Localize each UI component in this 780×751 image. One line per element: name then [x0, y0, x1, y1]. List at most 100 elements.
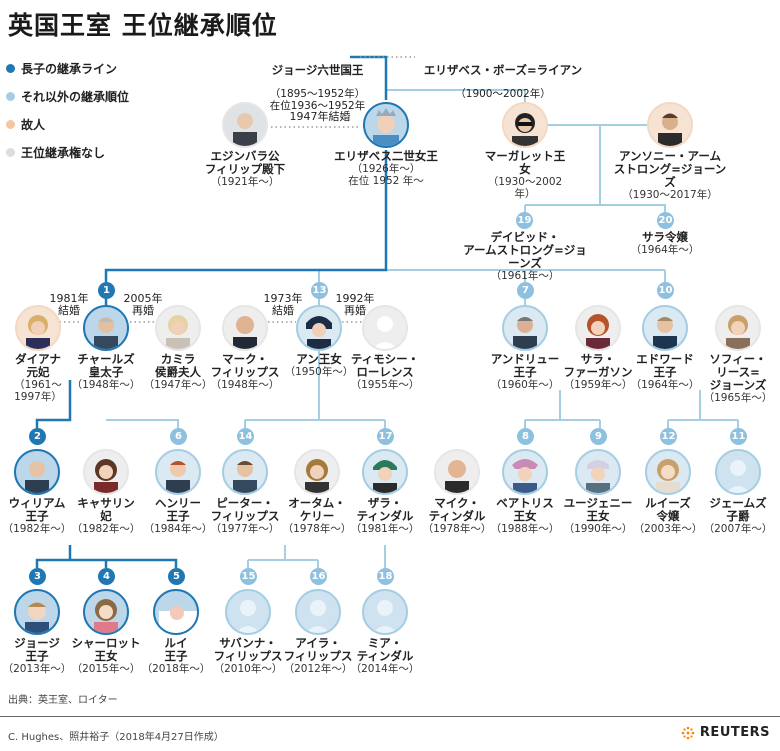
peter-name: ピーター・ フィリップス	[210, 496, 280, 523]
louise-name: ルイーズ 令嬢	[645, 496, 691, 523]
portrait-queen-icon	[373, 108, 399, 146]
person-david: 19 デイビッド・ アームストロング=ジョーンズ （1961年〜）	[460, 212, 590, 282]
mike-years: （1978年〜）	[422, 523, 492, 535]
portrait-edward-icon	[653, 317, 677, 349]
beatrice-years: （1988年〜）	[490, 523, 560, 535]
rank-badge-isla: 16	[310, 568, 327, 585]
silhouette-icon	[373, 600, 397, 633]
legend-no-succession: 王位継承権なし	[6, 144, 105, 161]
portrait-beatrice	[502, 449, 548, 495]
line-charles-to-william	[35, 380, 72, 428]
note-1947-marriage: 1947年結婚	[289, 110, 351, 123]
charles-years: （1948年〜）	[71, 379, 141, 391]
elizabeth-bl-years: （1900〜2002年）	[455, 88, 551, 100]
person-mike: マイク・ ティンダル （1978年〜）	[412, 449, 502, 535]
rank-badge-william: 2	[29, 428, 46, 445]
note-2005-marriage: 2005年 再婚	[123, 292, 163, 317]
portrait-catherine-icon	[94, 459, 118, 493]
zara-years: （1981年〜）	[350, 523, 420, 535]
charlotte-name: シャーロット 王女	[71, 636, 141, 663]
sarah-chatto-years: （1964年〜）	[630, 244, 700, 256]
person-james: 11 ジェームズ 子爵 （2007年〜）	[693, 428, 780, 535]
rank-badge-savannah: 15	[240, 568, 257, 585]
george6-name: ジョージ六世国王	[271, 63, 364, 77]
charlotte-years: （2015年〜）	[71, 663, 141, 675]
savannah-years: （2010年〜）	[213, 663, 283, 675]
portrait-camilla-icon	[166, 315, 190, 349]
portrait-william-icon	[25, 461, 49, 493]
george-name: ジョージ 王子	[14, 636, 60, 663]
portrait-sophie	[715, 305, 761, 351]
person-anne: 13 アン王女 （1950年〜）	[274, 282, 364, 378]
portrait-charles-icon	[94, 317, 118, 349]
person-beatrice: 8 ベアトリス 王女 （1988年〜）	[480, 428, 570, 535]
eugenie-years: （1990年〜）	[563, 523, 633, 535]
person-andrew: 7 アンドリュー 王子 （1960年〜）	[480, 282, 570, 391]
legend-label: 長子の継承ライン	[21, 62, 118, 76]
george-years: （2013年〜）	[2, 663, 72, 675]
portrait-charlotte-icon	[94, 599, 118, 633]
margaret-years: （1930〜2002年）	[487, 176, 563, 200]
mia-name: ミア・ ティンダル	[356, 636, 414, 663]
line-queen-to-charles	[104, 150, 388, 282]
beatrice-name: ベアトリス 王女	[496, 496, 554, 523]
anne-name: アン王女	[296, 352, 342, 366]
person-william: 2 ウィリアム 王子 （1982年〜）	[0, 428, 82, 535]
elizabeth-bowes-lyon-label: エリザベス・ボーズ=ライアン （1900〜2002年）	[418, 52, 588, 112]
sarah-ferguson-years: （1959年〜）	[563, 379, 633, 391]
line-william-children	[35, 545, 178, 568]
louise-years: （2003年〜）	[633, 523, 703, 535]
portrait-louis-icon	[159, 606, 197, 633]
person-zara: 17 ザラ・ ティンダル （1981年〜）	[340, 428, 430, 535]
silhouette-icon	[373, 316, 397, 349]
portrait-harry	[155, 449, 201, 495]
james-name: ジェームズ 子爵	[709, 496, 767, 523]
queen-name: エリザベス二世女王	[334, 149, 438, 163]
george6-label: ジョージ六世国王 （1895〜1952年） 在位1936〜1952年	[250, 52, 385, 124]
person-autumn: オータム・ ケリー （1978年〜）	[272, 449, 362, 535]
legend-label: それ以外の継承順位	[21, 90, 130, 104]
queen-years: （1926年〜） 在位 1952 年〜	[348, 163, 424, 187]
sophie-years: （1965年〜）	[703, 392, 773, 404]
line-george6-to-margaret	[386, 89, 526, 105]
portrait-louise-icon	[656, 459, 680, 493]
person-harry: 6 ヘンリー 王子 （1984年〜）	[133, 428, 223, 535]
isla-name: アイラ・ フィリップス	[283, 636, 353, 663]
footer-divider	[0, 716, 780, 717]
page-title: 英国王室 王位継承順位	[8, 11, 278, 40]
rank-badge-charlotte: 4	[98, 568, 115, 585]
legend-label: 故人	[21, 118, 46, 132]
portrait-george	[14, 589, 60, 635]
portrait-sarah-ferguson	[575, 305, 621, 351]
portrait-diana	[15, 305, 61, 351]
david-name: デイビッド・ アームストロング=ジョーンズ	[463, 230, 587, 270]
philip-name: エジンバラ公 フィリップ殿下	[204, 149, 286, 176]
line-edward-children	[667, 390, 739, 428]
savannah-name: サバンナ・ フィリップス	[213, 636, 283, 663]
philip-years: （1921年〜）	[210, 176, 280, 188]
line-margaret-children	[524, 125, 666, 212]
legend-other-line: それ以外の継承順位	[6, 88, 129, 105]
portrait-isla	[295, 589, 341, 635]
legend-deceased: 故人	[6, 116, 45, 133]
rank-badge-louis: 5	[168, 568, 185, 585]
rank-badge-peter: 14	[237, 428, 254, 445]
portrait-charles	[83, 305, 129, 351]
line-peter-children	[247, 545, 319, 568]
person-camilla: カミラ 侯爵夫人 （1947年〜）	[133, 305, 223, 391]
diana-name: ダイアナ 元妃	[15, 352, 61, 379]
note-1992-marriage: 1992年 再婚	[335, 292, 375, 317]
portrait-timothy	[362, 305, 408, 351]
silhouette-icon	[306, 600, 330, 633]
mark-years: （1948年〜）	[210, 379, 280, 391]
legend-label: 王位継承権なし	[21, 146, 106, 160]
silhouette-icon	[236, 600, 260, 633]
person-louis: 5 ルイ 王子 （2018年〜）	[131, 568, 221, 675]
rank-badge-beatrice: 8	[517, 428, 534, 445]
portrait-anne-icon	[306, 316, 332, 349]
note-1973-marriage: 1973年 結婚	[263, 292, 303, 317]
autumn-years: （1978年〜）	[282, 523, 352, 535]
harry-name: ヘンリー 王子	[155, 496, 201, 523]
portrait-louis	[153, 589, 199, 635]
margaret-name: マーガレット王女	[484, 149, 566, 176]
